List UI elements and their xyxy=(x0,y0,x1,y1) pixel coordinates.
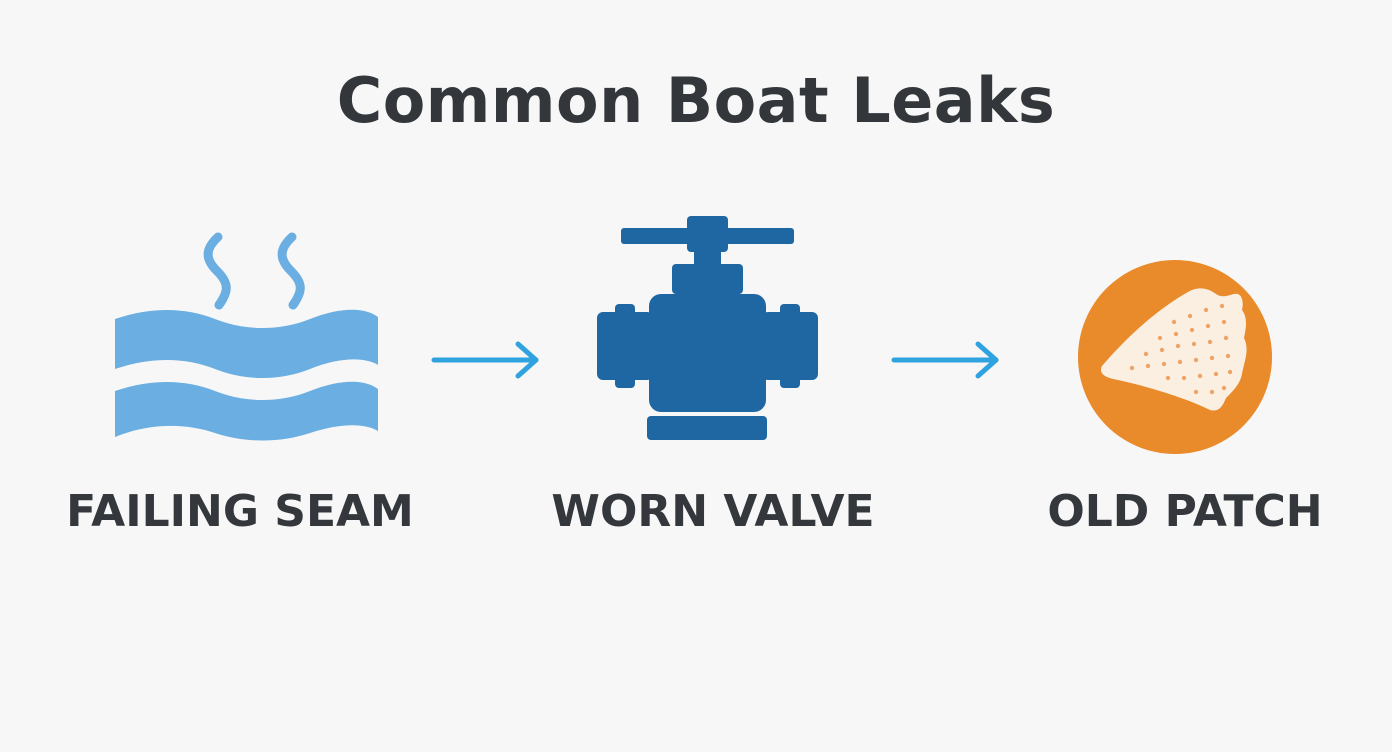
diagram-title: Common Boat Leaks xyxy=(336,64,1056,137)
arrow-right-icon xyxy=(891,341,999,379)
step-label-old-patch: OLD PATCH xyxy=(1047,486,1323,537)
arrow-right-icon xyxy=(431,341,539,379)
patch-icon xyxy=(1078,260,1272,454)
step-label-worn-valve: WORN VALVE xyxy=(551,486,875,537)
step-label-failing-seam: FAILING SEAM xyxy=(66,486,414,537)
valve-icon xyxy=(597,216,818,440)
water-waves-icon xyxy=(115,232,378,441)
